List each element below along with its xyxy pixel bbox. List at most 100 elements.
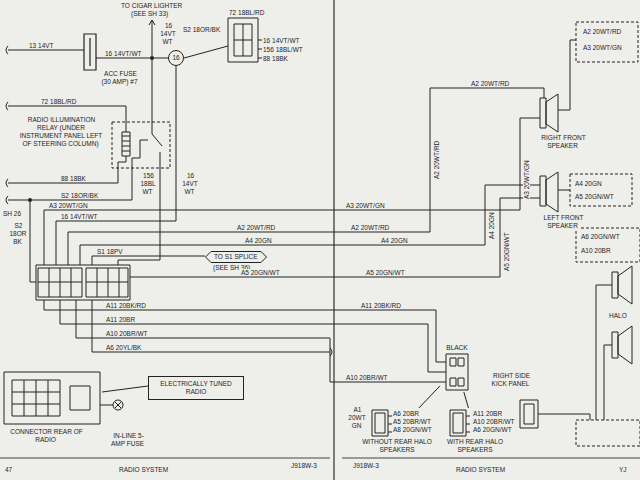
- wire-label: RIGHT FRONT SPEAKER: [538, 134, 588, 150]
- label-text: S2 18OR/BK: [182, 26, 221, 33]
- label-text: 156 18BL/WT: [262, 46, 304, 53]
- wire-label: A11 20BR: [472, 410, 503, 418]
- footer-rule: [0, 458, 640, 459]
- label-text: RIGHT SIDE KICK PANEL: [492, 372, 531, 387]
- wire-label: A6 20GN/WT: [472, 426, 513, 434]
- wire-label: 16 14VT WT: [157, 22, 179, 46]
- label-text: HALO: [608, 312, 628, 319]
- wire-label: 156 18BL/WT: [262, 46, 304, 54]
- label-text: A10 20BR/WT: [105, 330, 149, 337]
- reference-circle: 16: [168, 50, 184, 66]
- wire-label: A2 20WT/RD: [236, 224, 276, 232]
- label-text: A10 20BR/WT: [472, 418, 516, 425]
- label-text: SH 26: [2, 210, 22, 217]
- label-text: (SEE SH 33): [130, 10, 169, 17]
- label-text: 16 14VT/WT: [262, 37, 300, 44]
- wire-label: YJ: [618, 466, 628, 474]
- label-text: A11 20BR: [105, 316, 136, 323]
- label-text: A5 20GN/WT: [240, 269, 281, 276]
- label-text: A6 20GN/WT: [580, 233, 621, 240]
- wire-label: S1 18PV: [96, 248, 124, 256]
- wire-label: A4 20GN: [574, 180, 603, 188]
- wire-label: A3 20WT/GN: [345, 202, 386, 210]
- wire-label: 88 18BK: [60, 175, 87, 183]
- label-text: S2 18OR/BK: [60, 192, 99, 199]
- label-text: A4 20GN: [244, 237, 273, 244]
- label-text: A11 20BR: [472, 410, 503, 417]
- wire-label: S2 18OR/BK: [60, 192, 99, 200]
- wire-label: RADIO ILLUMINATION RELAY (UNDER INSTRUME…: [18, 116, 104, 148]
- wire-label-vertical: A3 20WT/GN: [523, 159, 531, 200]
- label-text: 88 18BK: [60, 175, 87, 182]
- label-text: 72 18BL/RD: [40, 98, 77, 105]
- wire-label: S2 18OR/BK: [182, 26, 221, 34]
- wire-label-vertical: A4 20GN: [488, 211, 496, 240]
- label-text: 72 18BL/RD: [228, 9, 265, 16]
- label-text: RADIO SYSTEM: [118, 466, 169, 473]
- connector-outline: [372, 410, 392, 436]
- label-text: A6 20BR: [392, 410, 420, 417]
- wire-label: A10 20BR: [580, 247, 612, 255]
- wire-label: 47: [4, 466, 13, 474]
- wire-label: A6 20GN/WT: [580, 233, 621, 241]
- label-text: A5 20GN/WT: [503, 231, 510, 272]
- kick-panel-connector: BLACK: [440, 344, 474, 392]
- label-text: S1 18PV: [96, 248, 124, 255]
- wire-label: CONNECTOR REAR OF RADIO: [6, 428, 86, 444]
- node-text: WITH REAR HALO SPEAKERS: [440, 438, 510, 454]
- label-text: S2 18OR BK: [10, 222, 27, 245]
- wire-label: A5 20GN/WT: [240, 269, 281, 277]
- node-text: WITHOUT REAR HALO SPEAKERS: [362, 438, 432, 454]
- connector-drawing: [362, 408, 432, 438]
- wire-label: A11 20BK/RD: [105, 302, 147, 310]
- wire-label: J918W-3: [290, 462, 318, 470]
- wire-label: RADIO SYSTEM: [455, 466, 506, 474]
- label-text: TO CIGAR LIGHTER: [120, 2, 183, 9]
- label-text: 13 14VT: [28, 42, 55, 49]
- label-text: 47: [4, 466, 13, 473]
- wire-label: A2 20WT/RD: [470, 80, 510, 88]
- wire-label: A6 20BR: [392, 410, 420, 418]
- wires: [8, 20, 612, 420]
- page-divider: [333, 0, 335, 480]
- fuse-symbol: [84, 34, 96, 70]
- label-text: A5 20GN/WT: [574, 193, 615, 200]
- label-text: A2 20WT/RD: [433, 140, 440, 180]
- wire-label: A3 20WT/GN: [48, 202, 89, 210]
- node-text: BLACK: [440, 344, 474, 352]
- label-text: A2 20WT/RD: [582, 28, 622, 35]
- label-text: A6 20GN/WT: [472, 426, 513, 433]
- wire-label: A11 20BK/RD: [360, 302, 402, 310]
- wire-label: A5 20BR/WT: [392, 418, 432, 426]
- wire-label: IN-LINE 5-AMP FUSE: [106, 432, 150, 448]
- wire-label: A4 20GN: [380, 237, 409, 245]
- label-text: 156 18BL WT: [140, 172, 155, 195]
- wire-label: 72 18BL/RD: [40, 98, 77, 106]
- label-text: A2 20WT/RD: [350, 224, 390, 231]
- label-text: A4 20GN: [574, 180, 603, 187]
- wire-label-vertical: A5 20GN/WT: [503, 231, 511, 272]
- wire-label: A4 20GN: [244, 237, 273, 245]
- wire-label: 16 14VT WT: [179, 172, 201, 196]
- wire-label: A10 20BR/WT: [472, 418, 516, 426]
- wire-label-vertical: A2 20WT/RD: [433, 140, 441, 180]
- wire-label: 16 14VT/WT: [262, 37, 300, 45]
- label-text: A1 20WT GN: [348, 406, 365, 429]
- connector-drawing: [440, 352, 474, 392]
- wire-label: J918W-3: [352, 462, 380, 470]
- radio-connector: [36, 265, 130, 300]
- inline-fuse: [113, 400, 123, 410]
- wire-label: A3 20WT/GN: [582, 44, 623, 52]
- wire-label: A2 20WT/RD: [582, 28, 622, 36]
- wire-label: A10 20BR/WT: [345, 374, 389, 382]
- wire-label: RIGHT SIDE KICK PANEL: [488, 372, 534, 388]
- wire-label: A10 20BR/WT: [105, 330, 149, 338]
- label-text: CONNECTOR REAR OF RADIO: [9, 428, 82, 443]
- label-text: J918W-3: [352, 462, 380, 469]
- label-text: A4 20GN: [380, 237, 409, 244]
- label-text: 16 14VT WT: [182, 172, 198, 195]
- harness-wire: [419, 386, 440, 408]
- wire-label: A6 20YL/BK: [105, 344, 142, 352]
